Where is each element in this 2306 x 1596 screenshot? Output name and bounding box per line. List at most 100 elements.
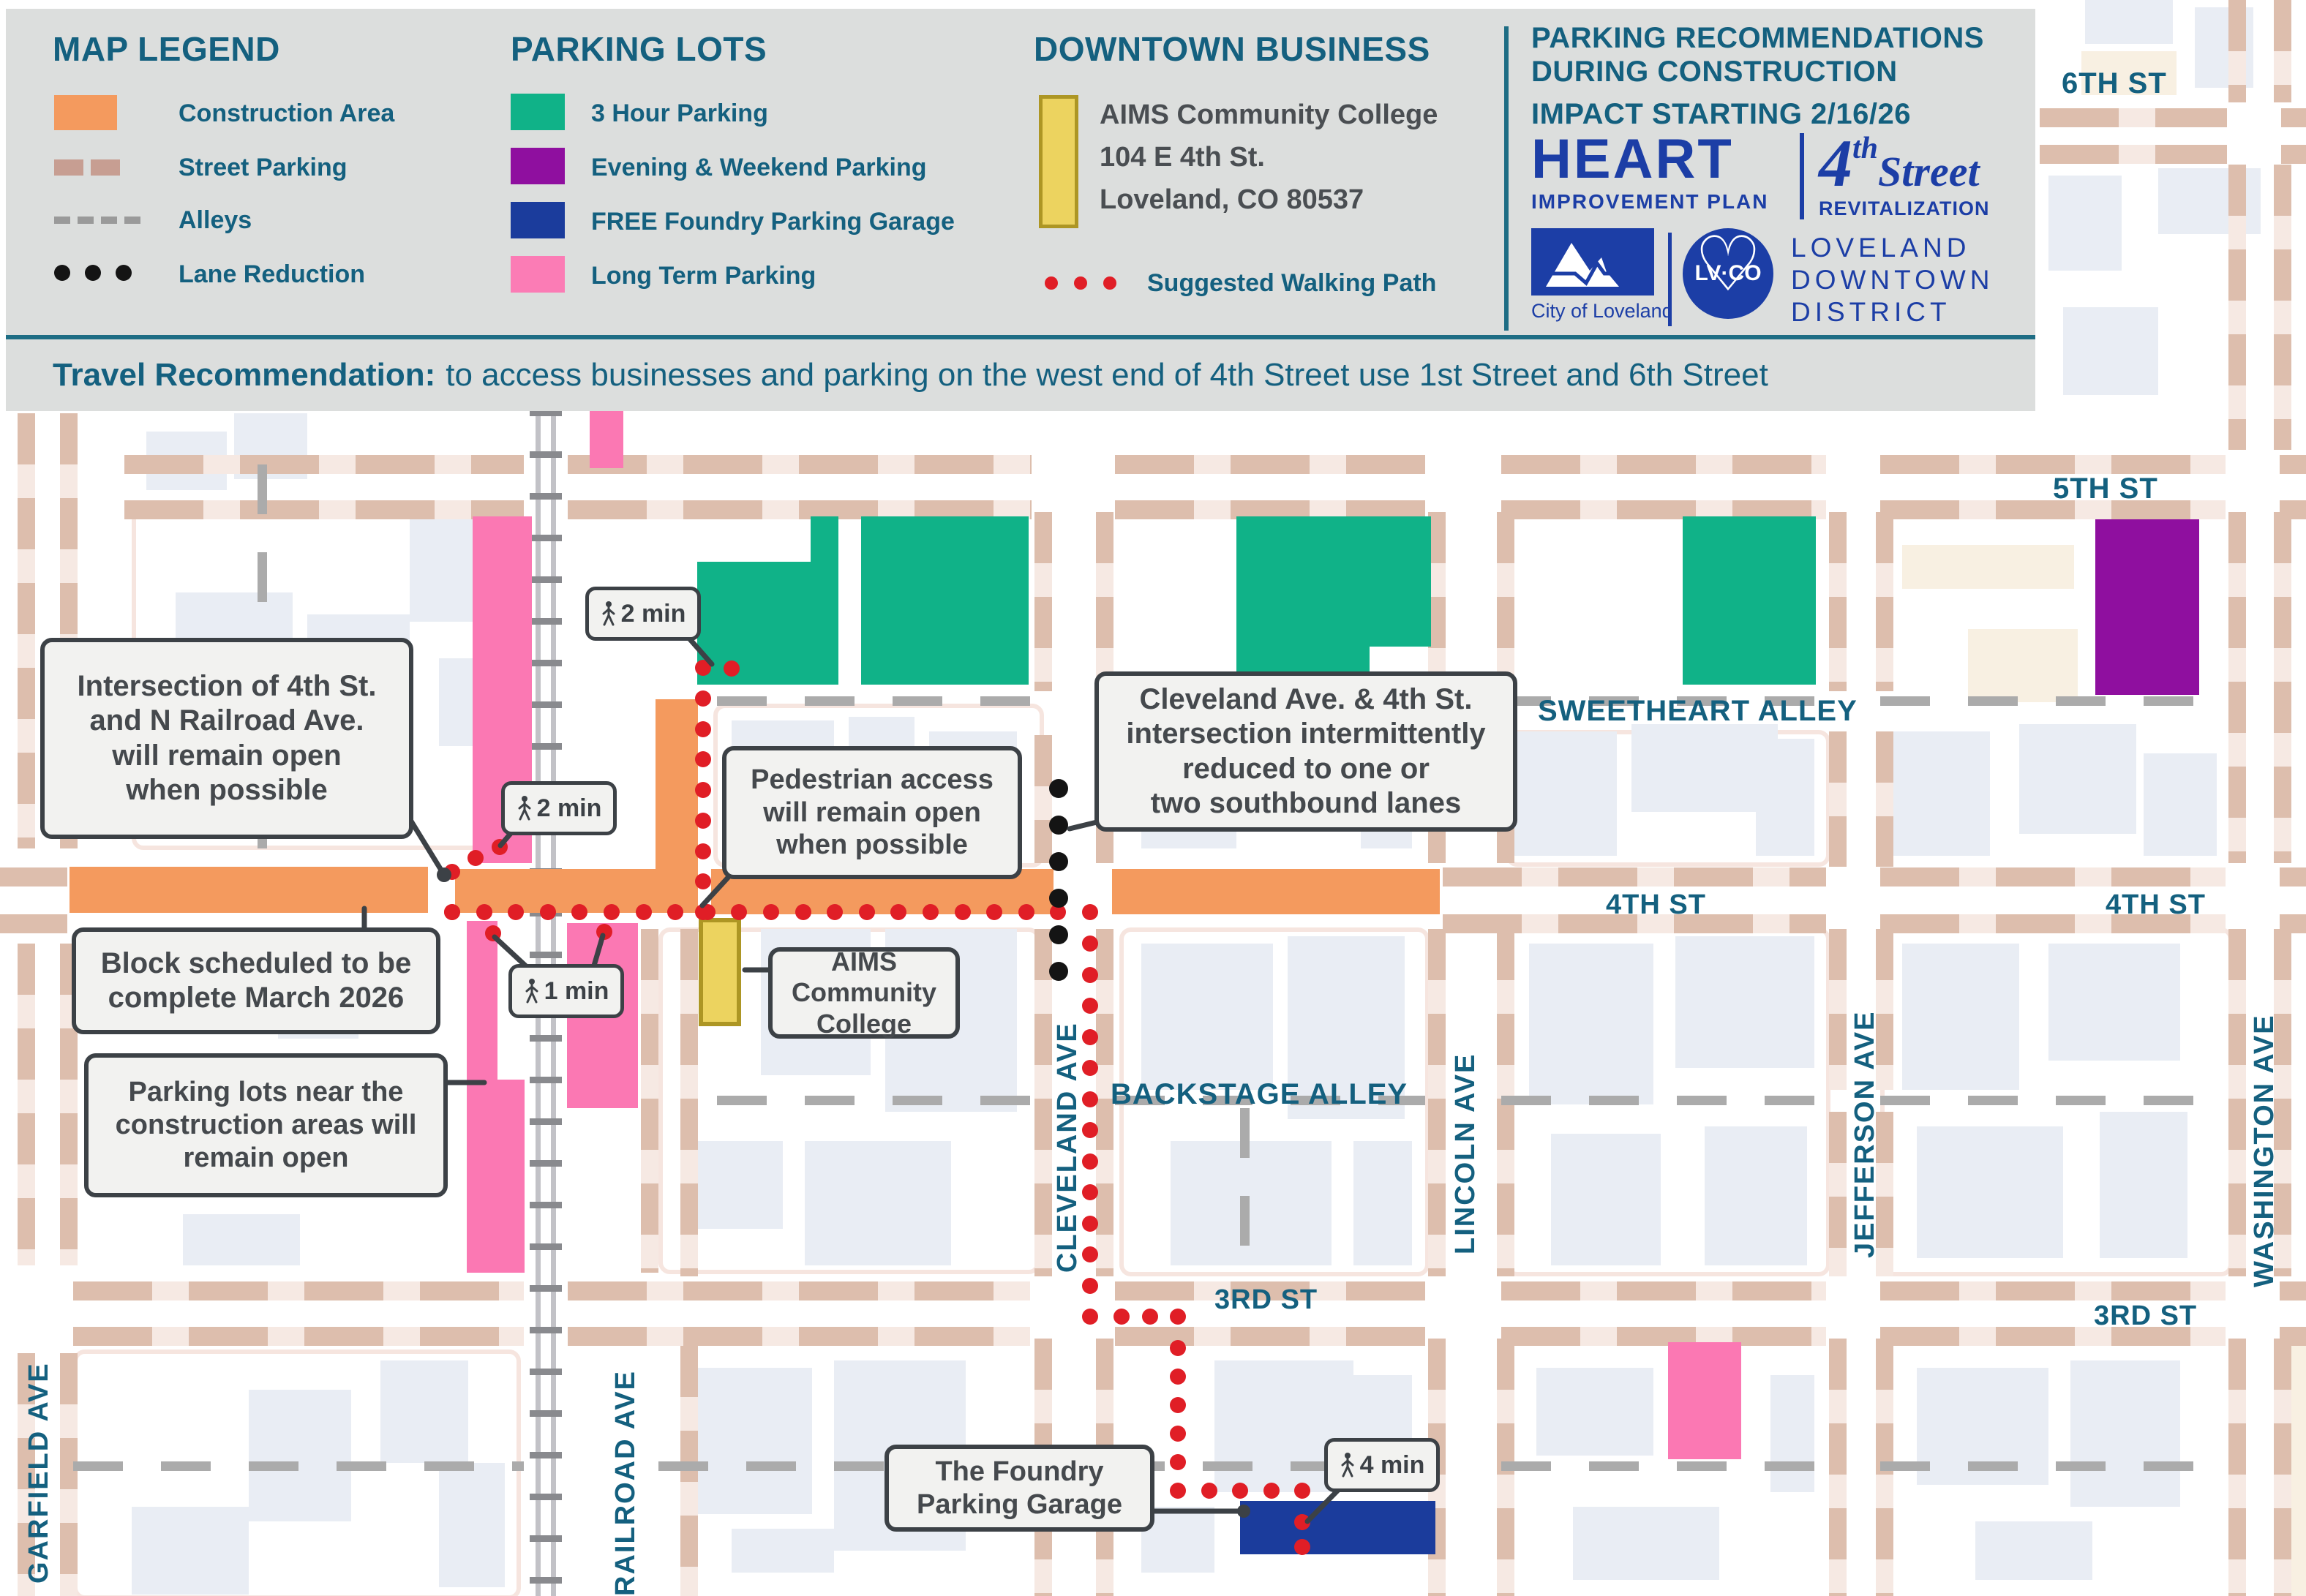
building — [2048, 944, 2180, 1061]
walking-path-dot — [1082, 1028, 1098, 1045]
walking-path-dot — [695, 812, 711, 829]
walking-path-dot — [467, 850, 484, 866]
street-parking-dash-row — [1501, 1281, 1826, 1300]
walking-path-dot — [476, 904, 492, 920]
street-parking-dash-row — [124, 455, 524, 474]
heart-glyph: ♡ — [1694, 222, 1762, 307]
street-parking-dash-col — [1428, 929, 1446, 1276]
cream-lot — [2081, 51, 2177, 95]
building — [1756, 739, 1814, 856]
walking-path-dot — [1082, 1246, 1098, 1262]
parking-label: Long Term Parking — [591, 262, 816, 290]
building — [805, 1141, 951, 1265]
street-parking-dash-row — [2040, 145, 2227, 164]
walking-path-dot — [1170, 1369, 1186, 1385]
building — [1902, 944, 2019, 1090]
alley-dash-row — [73, 1461, 524, 1471]
fourth-street-sub: REVITALIZATION — [1819, 197, 1990, 219]
evening-weekend-lot — [2095, 519, 2199, 695]
street-parking-dash-col — [18, 413, 35, 848]
construction-area — [1112, 869, 1440, 914]
street-parking-dash-col — [1829, 512, 1847, 691]
building — [1353, 1141, 1412, 1265]
business-name: AIMS Community College — [1100, 99, 1438, 130]
walking-path-dot — [986, 904, 1003, 920]
walking-path-dot — [1170, 1340, 1186, 1356]
street-parking-dash-row — [1115, 1281, 1425, 1300]
street-label-cleveland: CLEVELAND AVE — [1052, 1022, 1083, 1273]
building — [1888, 731, 1990, 856]
walking-path-dot — [1113, 1309, 1130, 1325]
street-parking-dash-col — [2228, 165, 2246, 450]
street-parking-swatch — [54, 159, 83, 176]
building — [1705, 1126, 1807, 1265]
legend-label: Construction Area — [179, 99, 395, 127]
walking-path-dot — [1170, 1309, 1186, 1325]
building — [695, 1368, 812, 1514]
building — [1551, 1134, 1661, 1265]
street-parking-dash-row — [1501, 500, 1826, 519]
building — [439, 1463, 505, 1587]
long-term-lot — [590, 410, 623, 468]
alleys-swatch — [54, 217, 70, 224]
street-parking-dash-col — [1876, 512, 1893, 691]
walking-path-dot — [1082, 1277, 1098, 1294]
walking-path-dot — [604, 904, 620, 920]
street-parking-dash-row — [2040, 108, 2227, 127]
walk-badge-label: 1 min — [544, 976, 609, 1005]
walking-path-dot — [827, 904, 844, 920]
street-parking-swatch — [91, 159, 120, 176]
street-parking-dash-col — [1497, 512, 1514, 691]
alley-dash-row — [1880, 1461, 2226, 1471]
street-parking-dash-col — [1829, 1112, 1847, 1276]
street-parking-dash-row — [0, 867, 67, 887]
street-parking-dash-col — [2274, 512, 2291, 863]
building — [1507, 731, 1617, 856]
street-parking-dash-col — [1034, 735, 1052, 863]
walking-path-dot — [1082, 1215, 1098, 1232]
building — [1529, 944, 1653, 1104]
building — [732, 1529, 834, 1573]
lane-reduction-dot — [1049, 962, 1068, 981]
alley-label-backstage: BACKSTAGE ALLEY — [1111, 1078, 1408, 1110]
street-parking-dash-row — [1115, 500, 1425, 519]
building — [1141, 944, 1273, 1090]
walking-path-dot — [695, 843, 711, 859]
alleys-swatch — [101, 217, 117, 224]
building — [2019, 724, 2136, 834]
street-parking-dash-row — [1501, 455, 1826, 474]
walk-badge-label: 4 min — [1359, 1450, 1425, 1479]
street-parking-dash-col — [2274, 0, 2291, 102]
fourth-sup: th — [1852, 132, 1879, 165]
street-parking-dash-row — [1880, 914, 2226, 933]
path-dot-swatch — [1074, 276, 1087, 290]
walking-path-dot — [539, 904, 556, 920]
street-parking-dash-col — [2228, 929, 2246, 1276]
street-parking-dash-col — [1876, 929, 1893, 1090]
walking-path-dot — [1232, 1483, 1249, 1499]
callout-cleveland-lanes: Cleveland Ave. & 4th St. intersection in… — [1094, 671, 1517, 832]
walking-icon — [525, 979, 538, 1004]
walking-icon — [518, 796, 531, 821]
building — [1675, 936, 1814, 1068]
walking-path-dot — [1082, 1153, 1098, 1170]
building — [2144, 753, 2217, 856]
street-parking-dash-row — [2280, 914, 2306, 933]
building — [1536, 1368, 1653, 1456]
alley-dash-row — [717, 1096, 1030, 1105]
cream-lot — [1968, 629, 2078, 702]
three-hour-lot — [861, 516, 1029, 685]
walking-path-dot — [954, 904, 971, 920]
alley-dash-row — [1501, 1096, 1826, 1105]
building — [183, 1214, 300, 1265]
travel-recommendation-bar: Travel Recommendation: to access busines… — [6, 335, 2035, 411]
street-parking-dash-col — [2274, 1339, 2291, 1596]
long-term-lot — [1668, 1342, 1741, 1459]
street-parking-dash-col — [18, 1353, 35, 1596]
callout-block-schedule: Block scheduled to be complete March 202… — [72, 927, 440, 1034]
lvco-text: LV·CO — [1694, 261, 1762, 285]
street-parking-dash-col — [2274, 929, 2291, 1276]
street-parking-dash-col — [60, 1353, 78, 1596]
city-of-loveland-logo — [1531, 228, 1654, 296]
street-parking-dash-row — [1443, 867, 1826, 887]
